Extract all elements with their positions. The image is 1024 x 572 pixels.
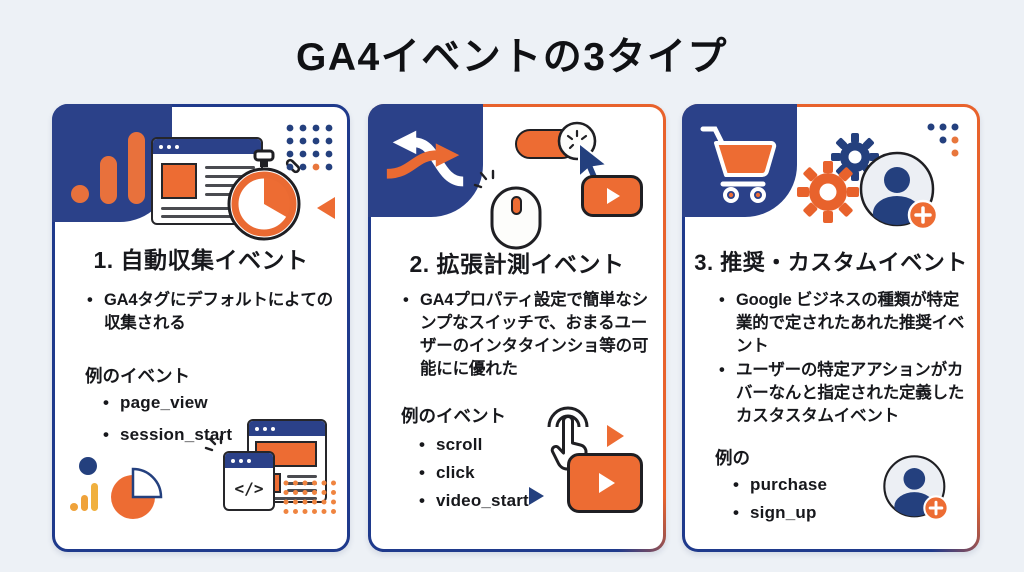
dot-icon — [79, 457, 97, 475]
gear-icon — [797, 161, 859, 223]
cart-icon — [700, 126, 777, 203]
card2-header-blob — [368, 104, 483, 217]
example-item: session_start — [103, 425, 232, 445]
next-triangle-icon — [529, 487, 544, 505]
pie-chart-icon — [111, 467, 163, 519]
user-add-icon — [883, 455, 949, 521]
user-add-icon — [859, 151, 939, 231]
page-title: GA4イベントの3タイプ — [296, 36, 728, 79]
stopwatch-icon — [227, 149, 301, 241]
bullet-item: GA4プロパティ設定で簡単なシンプなスイッチで、おまるユーザーのインタタインショ… — [403, 289, 656, 381]
play-button-icon — [567, 453, 643, 513]
code-window-icon: </> — [223, 451, 275, 511]
example-item: scroll — [419, 435, 483, 455]
browser-window-icon — [151, 137, 263, 225]
card-auto-collected-events: 1. 自動収集イベント GA4タグにデフォルトによての収集される 例のイベント … — [52, 104, 350, 552]
mouse-icon — [490, 186, 542, 250]
bullet-item: ユーザーの特定アアションがカバーなんと指定された定義したカスタスタムイベント — [719, 359, 968, 428]
dot-grid-icon — [283, 480, 336, 514]
code-glyph: </> — [234, 479, 264, 498]
example-item: sign_up — [733, 503, 817, 523]
example-item: click — [419, 463, 475, 483]
shuffle-icon — [386, 130, 464, 187]
next-triangle-icon — [607, 425, 624, 447]
prev-triangle-icon — [317, 197, 335, 219]
mini-bar-chart-icon — [70, 483, 98, 511]
sparkle-icon — [204, 435, 223, 452]
card-title: 3. 推奨・カスタムイベント — [694, 250, 968, 275]
example-item: purchase — [733, 475, 827, 495]
dot-grid-icon — [927, 123, 959, 157]
examples-label: 例の — [715, 448, 750, 468]
bullet-item: Google ビジネスの種類が特定業的で定されたあれた推奨イベント — [719, 289, 968, 358]
examples-label: 例のイベント — [401, 406, 506, 426]
card-title: 2. 拡張計測イベント — [409, 251, 625, 277]
card-title: 1. 自動収集イベント — [93, 247, 309, 273]
card3-header-blob — [682, 104, 797, 217]
dot-grid-icon — [286, 124, 333, 171]
play-button-icon — [581, 175, 643, 217]
card-enhanced-measurement-events: 2. 拡張計測イベント GA4プロパティ設定で簡単なシンプなスイッチで、おまるユ… — [368, 104, 666, 552]
card-recommended-custom-events: 3. 推奨・カスタムイベント Google ビジネスの種類が特定業的で定されたあ… — [682, 104, 980, 552]
example-item: video_start — [419, 491, 529, 511]
bullet-item: GA4タグにデフォルトによての収集される — [87, 289, 342, 335]
analytics-bars-icon — [71, 132, 145, 204]
example-item: page_view — [103, 393, 208, 413]
examples-label: 例のイベント — [85, 366, 190, 386]
sparkle-icon — [473, 169, 495, 189]
